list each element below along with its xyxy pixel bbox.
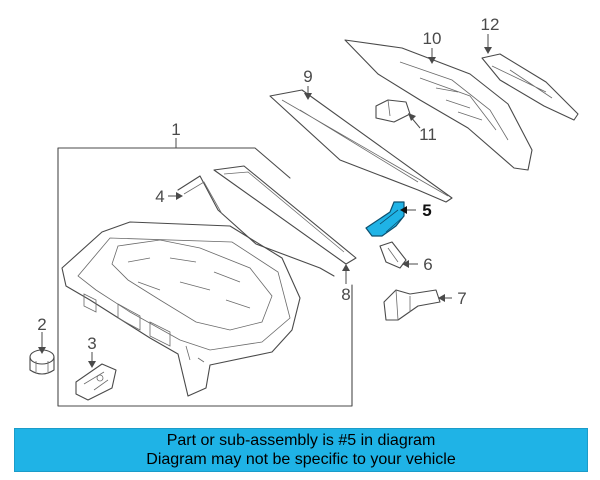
arrowhead-4 xyxy=(176,192,183,200)
arrowhead-10 xyxy=(428,57,436,64)
callout-2: 2 xyxy=(37,315,46,334)
callout-6: 6 xyxy=(423,255,432,274)
part-1-frame xyxy=(57,147,353,407)
part-8-trim-strip xyxy=(213,165,357,265)
banner-line-2: Diagram may not be specific to your vehi… xyxy=(146,451,456,468)
callout-8: 8 xyxy=(341,285,350,304)
arrowhead-2 xyxy=(38,347,46,354)
part-11-bracket xyxy=(375,99,411,123)
callout-5: 5 xyxy=(422,201,431,220)
arrowhead-8 xyxy=(342,264,350,271)
callout-10: 10 xyxy=(423,29,442,48)
callout-7: 7 xyxy=(457,289,466,308)
callout-12: 12 xyxy=(481,15,500,34)
part-10-shelf-panel xyxy=(344,39,533,171)
arrowhead-11 xyxy=(408,113,416,121)
part-2-clip xyxy=(29,349,55,375)
arrowhead-5 xyxy=(400,206,407,214)
part-info-banner: Part or sub-assembly is #5 in diagram Di… xyxy=(14,428,588,472)
callout-1: 1 xyxy=(171,120,180,139)
part-4-seal xyxy=(177,175,335,277)
part-7-bracket xyxy=(383,289,441,321)
arrowhead-3 xyxy=(88,361,96,368)
arrowhead-9 xyxy=(304,93,312,100)
callout-3: 3 xyxy=(87,334,96,353)
part-6-clip xyxy=(379,241,407,269)
banner-line-1: Part or sub-assembly is #5 in diagram xyxy=(166,432,436,449)
part-9-cargo-cover xyxy=(269,89,453,203)
arrowhead-6 xyxy=(402,260,409,268)
part-1-package-tray-group xyxy=(57,147,353,407)
arrowhead-7 xyxy=(438,294,445,302)
part-3-bracket xyxy=(75,363,117,401)
part-5-highlighted-clip xyxy=(365,201,405,237)
part-12-side-trim xyxy=(481,53,579,121)
callout-11: 11 xyxy=(419,125,437,144)
arrowhead-12 xyxy=(484,47,492,54)
callout-9: 9 xyxy=(303,67,312,86)
callout-4: 4 xyxy=(155,187,164,206)
parts-diagram: 1 2 3 4 5 6 7 8 9 10 11 12 xyxy=(29,15,579,407)
